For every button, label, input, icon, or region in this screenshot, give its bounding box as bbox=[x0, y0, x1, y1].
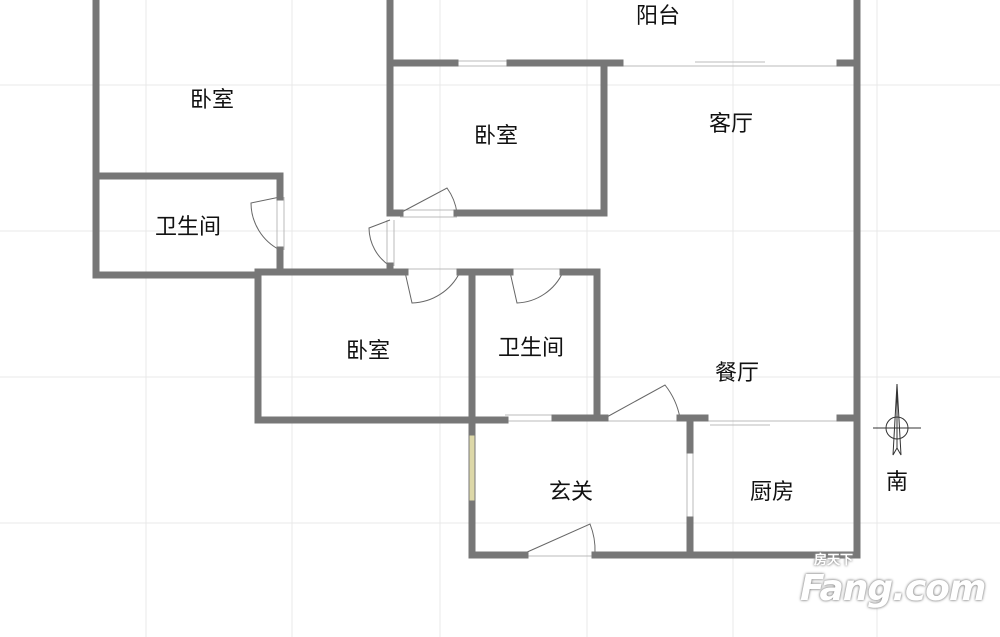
door-swings bbox=[250, 187, 681, 554]
fang-watermark-logo: 房天下 Fang.com bbox=[800, 553, 986, 609]
room-label-living-room: 客厅 bbox=[708, 112, 754, 137]
room-label-bedroom-third: 卧室 bbox=[345, 339, 391, 364]
entry-door-leaf bbox=[468, 431, 476, 505]
room-label-bedroom-main: 卧室 bbox=[189, 88, 235, 113]
room-label-dining-room: 餐厅 bbox=[714, 361, 760, 386]
room-label-bedroom-second: 卧室 bbox=[473, 124, 519, 149]
compass-direction-label: 南 bbox=[885, 470, 909, 495]
room-label-balcony: 阳台 bbox=[635, 4, 681, 29]
compass-icon bbox=[873, 383, 921, 456]
room-label-kitchen: 厨房 bbox=[749, 480, 795, 505]
watermark-brand-cn: 房天下 bbox=[814, 553, 854, 568]
room-label-entrance: 玄关 bbox=[548, 480, 594, 505]
walls bbox=[92, 0, 861, 559]
room-label-bathroom-center: 卫生间 bbox=[497, 336, 565, 361]
room-label-bathroom-left: 卫生间 bbox=[154, 215, 222, 240]
watermark-brand: Fang.com bbox=[800, 568, 986, 609]
